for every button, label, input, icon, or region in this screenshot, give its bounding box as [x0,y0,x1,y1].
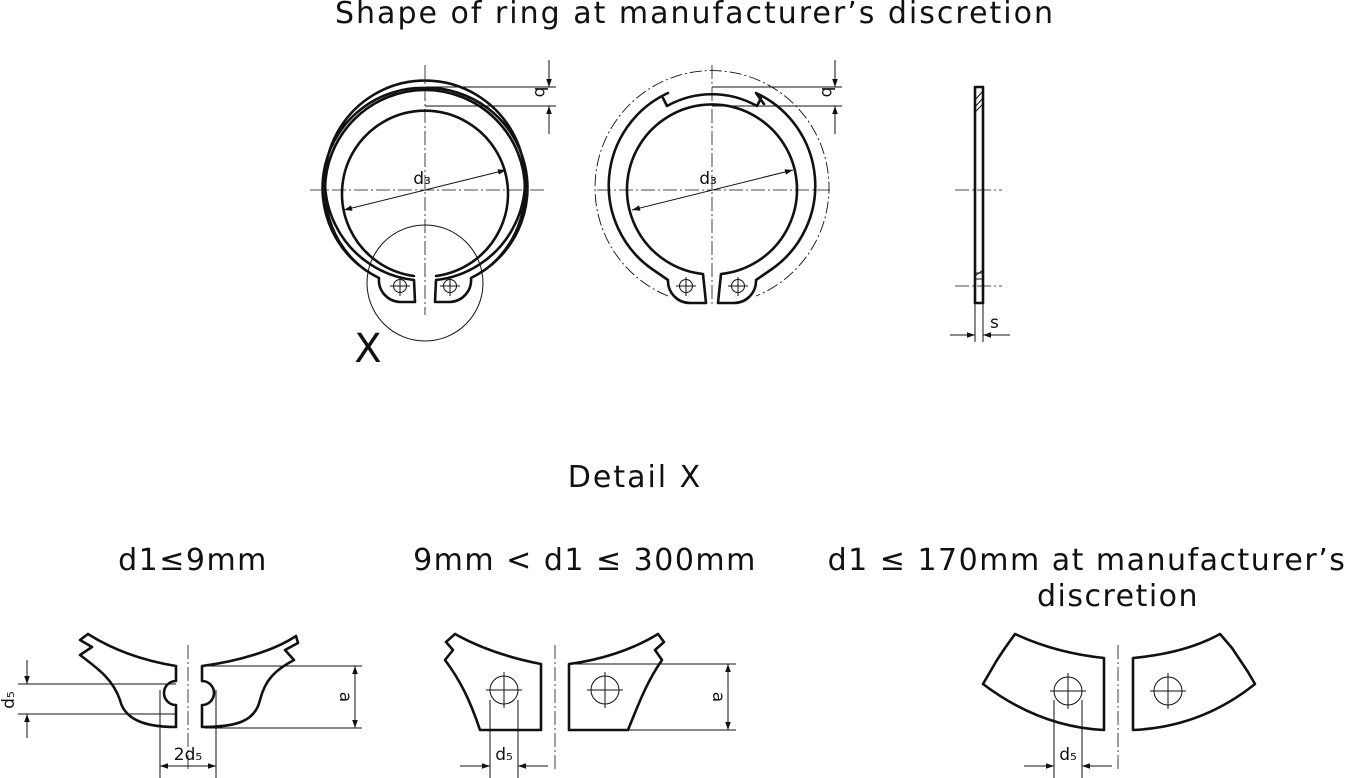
variant-3-condition: d1 ≤ 170mm at manufacturer’s [828,543,1347,578]
left-ring-view: X d₃ b [310,60,556,372]
detail-variant-3: d₅ [981,632,1257,778]
d1-d5-label: d₅ [0,691,19,709]
detail-variant-2: d₅ a [443,632,736,778]
variant-2-condition: 9mm < d1 ≤ 300mm [413,543,757,578]
detail-variant-1: d₅ 2d₅ a [0,632,362,778]
drawing-title: Shape of ring at manufacturer’s discreti… [335,0,1055,31]
left-ring-outline [321,79,529,304]
detail-x-circle [366,224,484,342]
variant-1-condition: d1≤9mm [118,543,268,578]
right-ring-outline [607,91,817,305]
d2-a-label: a [708,692,728,702]
variant-3-condition-line2: discretion [1037,579,1199,614]
right-d3-label: d₃ [699,169,717,189]
d1-2d5-label: 2d₅ [174,745,202,765]
side-s-label: s [990,313,999,333]
left-b-label: b [530,87,550,98]
detail-marker-x: X [354,326,381,372]
d2-d5-label: d₅ [495,745,513,765]
left-d3-label: d₃ [413,169,431,189]
side-view: s [950,85,1010,342]
d3-d5-label: d₅ [1059,745,1077,765]
detail-title: Detail X [568,460,702,495]
right-b-label: b [817,87,837,98]
right-ring-view: d₃ b [594,60,842,305]
d1-a-label: a [335,692,355,702]
